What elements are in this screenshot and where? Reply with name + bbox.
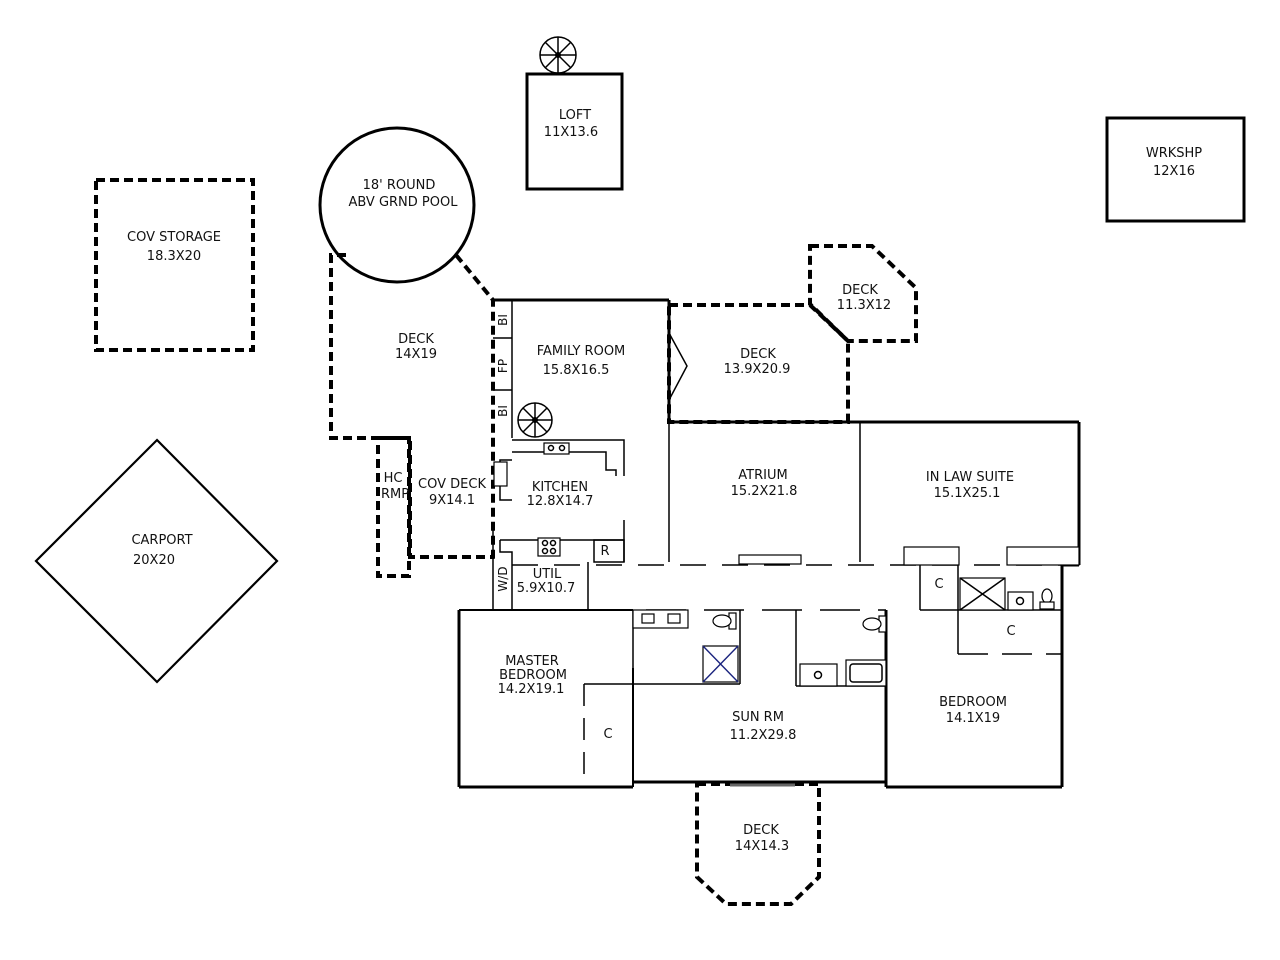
suite-counter-right [1006, 546, 1080, 566]
carport: CARPORT 20X20 [34, 438, 279, 684]
deck-top-right: DECK 11.3X12 [808, 244, 918, 343]
built-in-top-label: BI [496, 314, 510, 326]
in-law-suite-size: 15.1X25.1 [934, 486, 1001, 501]
util-size: 5.9X10.7 [517, 581, 576, 596]
deck-top-right-size: 11.3X12 [837, 298, 891, 313]
deck-mid-size: 13.9X20.9 [724, 362, 791, 377]
loft: LOFT 11X13.6 [525, 36, 624, 191]
sink-suite-icon [1007, 591, 1034, 611]
pool-label-line1: 18' ROUND [363, 178, 436, 193]
deck-left-size: 14X19 [395, 347, 437, 362]
refrigerator-label: R [600, 544, 609, 559]
deck-mid: DECK 13.9X20.9 [667, 303, 850, 424]
kitchen-size: 12.8X14.7 [527, 494, 594, 509]
spiral-stair-family-icon [517, 402, 553, 438]
workshop-size: 12X16 [1153, 164, 1195, 179]
fireplace-label: FP [496, 359, 510, 373]
atrium-fireplace-hearth [738, 554, 802, 565]
kitchen-label: KITCHEN [532, 480, 588, 495]
toilet-suite-icon [1039, 588, 1055, 610]
suite-counter-left [903, 546, 960, 566]
family-room-size: 15.8X16.5 [543, 363, 610, 378]
carport-size: 20X20 [133, 553, 175, 568]
house-walls [457, 298, 1081, 789]
deck-mid-label: DECK [740, 347, 776, 362]
toilet-second-icon [862, 615, 887, 633]
sun-room-size: 11.2X29.8 [730, 728, 797, 743]
atrium-size: 15.2X21.8 [731, 484, 798, 499]
hc-ramp-label-line1: HC [384, 471, 403, 486]
cov-deck-label: COV DECK [418, 477, 486, 492]
cov-storage-label: COV STORAGE [127, 230, 221, 245]
master-bedroom-label-line2: BEDROOM [499, 668, 567, 683]
closet-suite-label: C [934, 577, 943, 592]
kitchen-counters [493, 439, 625, 563]
util-label: UTIL [533, 567, 562, 582]
second-bath-fixtures [799, 615, 887, 687]
hc-ramp: HC RMP [376, 436, 411, 578]
master-bath-fixtures [632, 609, 739, 683]
refrigerator-box [593, 539, 625, 563]
in-law-suite-label: IN LAW SUITE [926, 470, 1014, 485]
dishwasher-icon [493, 461, 508, 487]
cov-deck-size: 9X14.1 [429, 493, 475, 508]
workshop-label: WRKSHP [1146, 146, 1202, 161]
shower-suite-icon [959, 577, 1006, 611]
deck-bottom-label: DECK [743, 823, 779, 838]
pool: 18' ROUND ABV GRND POOL [318, 126, 476, 284]
atrium-label: ATRIUM [738, 468, 787, 483]
carport-label: CARPORT [131, 533, 192, 548]
suite-bath-fixtures [959, 577, 1055, 611]
loft-label: LOFT [559, 108, 591, 123]
shower-master-icon [702, 645, 739, 683]
sun-room-label: SUN RM [732, 710, 784, 725]
loft-size: 11X13.6 [544, 125, 598, 140]
sink-second-icon [799, 663, 838, 687]
toilet-master-icon [712, 612, 737, 630]
workshop: WRKSHP 12X16 [1105, 116, 1246, 223]
deck-top-right-label: DECK [842, 283, 878, 298]
deck-bottom-size: 14X14.3 [735, 839, 789, 854]
closet-bedroom-label: C [1006, 624, 1015, 639]
built-in-bottom-label: BI [496, 405, 510, 417]
deck-left-label: DECK [398, 332, 434, 347]
covered-storage: COV STORAGE 18.3X20 [94, 178, 255, 352]
kitchen-sink-icon [543, 442, 570, 455]
pool-label-line2: ABV GRND POOL [349, 195, 459, 210]
family-room-label: FAMILY ROOM [537, 344, 626, 359]
washer-dryer-label: W/D [496, 566, 510, 591]
hc-ramp-label-line2: RMP [381, 487, 409, 502]
deck-bottom: DECK 14X14.3 [695, 781, 821, 906]
spiral-stair-loft-icon [539, 36, 577, 74]
master-bedroom-label-line1: MASTER [505, 654, 559, 669]
deck-left: DECK 14X19 [329, 253, 495, 560]
covered-deck: COV DECK 9X14.1 [418, 477, 486, 508]
closet-master-label: C [603, 727, 612, 742]
cov-storage-size: 18.3X20 [147, 249, 201, 264]
bedroom-size: 14.1X19 [946, 711, 1000, 726]
bedroom-label: BEDROOM [939, 695, 1007, 710]
master-bedroom-size: 14.2X19.1 [498, 682, 565, 697]
range-icon [537, 537, 561, 557]
